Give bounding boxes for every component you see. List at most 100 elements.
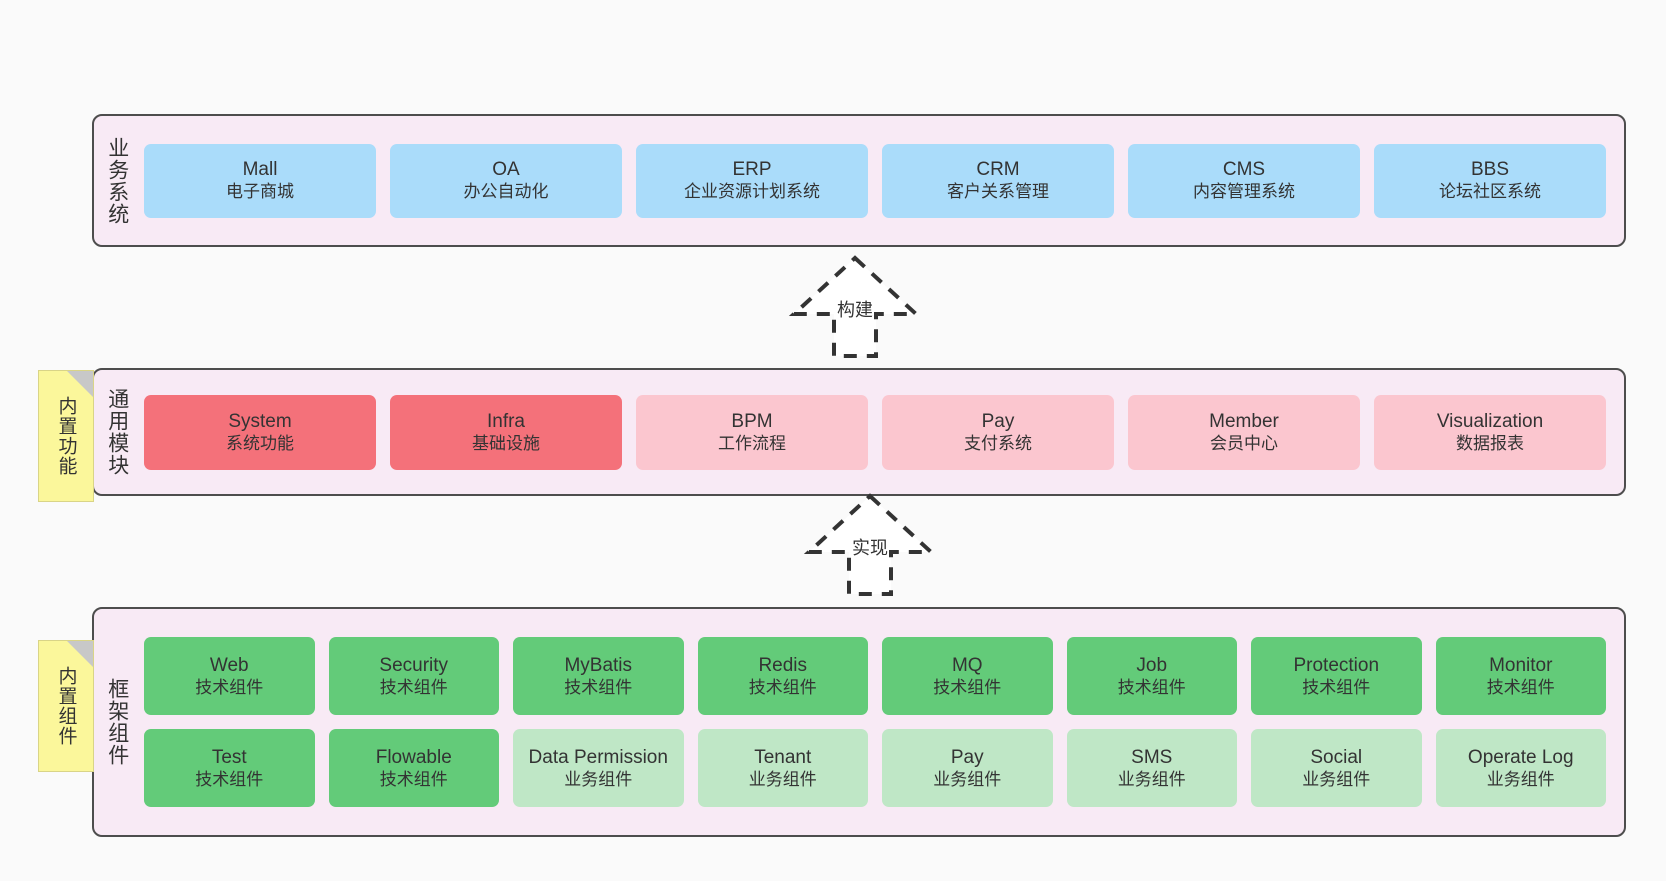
card-subtitle: 工作流程	[718, 433, 786, 453]
card-subtitle: 系统功能	[226, 433, 294, 453]
card-title: SMS	[1131, 746, 1173, 768]
card-title: Security	[379, 654, 449, 676]
card-title: Member	[1209, 410, 1279, 432]
card-subtitle: 论坛社区系统	[1439, 182, 1541, 202]
card-crm[interactable]: CRM 客户关系管理	[882, 143, 1114, 218]
card-title: Infra	[486, 410, 526, 432]
card-pay-module[interactable]: Pay 支付系统	[882, 394, 1114, 470]
card-web[interactable]: Web 技术组件	[144, 637, 315, 715]
layer-framework-components: 框架组件 Web 技术组件 Security 技术组件 MyBatis 技术组件…	[92, 607, 1626, 837]
card-mybatis[interactable]: MyBatis 技术组件	[513, 637, 684, 715]
card-subtitle: 内容管理系统	[1193, 182, 1295, 202]
layer-common-modules: 通用模块 System 系统功能 Infra 基础设施 BPM 工作流程 Pay…	[92, 368, 1626, 496]
card-title: Protection	[1293, 654, 1380, 676]
framework-card-list: Web 技术组件 Security 技术组件 MyBatis 技术组件 Redi…	[140, 609, 1624, 835]
card-subtitle: 业务组件	[1302, 769, 1371, 789]
card-erp[interactable]: ERP 企业资源计划系统	[636, 143, 868, 218]
card-subtitle: 业务组件	[1486, 769, 1555, 789]
card-mq[interactable]: MQ 技术组件	[882, 637, 1053, 715]
card-title: MyBatis	[564, 654, 633, 676]
card-title: Pay	[981, 410, 1015, 432]
generalization-arrow-icon	[803, 493, 937, 596]
card-sms[interactable]: SMS 业务组件	[1066, 729, 1237, 807]
card-title: Test	[211, 746, 247, 768]
card-subtitle: 基础设施	[472, 433, 540, 453]
connector-implement: 实现	[785, 490, 955, 600]
sticky-note-builtin-components: 内置组件	[38, 640, 94, 772]
card-title: Web	[209, 654, 249, 676]
card-redis[interactable]: Redis 技术组件	[697, 637, 868, 715]
card-title: Social	[1310, 746, 1363, 768]
framework-row-tech: Web 技术组件 Security 技术组件 MyBatis 技术组件 Redi…	[144, 637, 1606, 715]
card-subtitle: 业务组件	[1117, 769, 1186, 789]
card-subtitle: 数据报表	[1456, 433, 1524, 453]
card-pay-component[interactable]: Pay 业务组件	[882, 729, 1053, 807]
card-title: OA	[492, 159, 520, 181]
card-member[interactable]: Member 会员中心	[1128, 394, 1360, 470]
card-infra[interactable]: Infra 基础设施	[390, 394, 622, 470]
framework-row-business: Test 技术组件 Flowable 技术组件 Data Permission …	[144, 729, 1606, 807]
card-flowable[interactable]: Flowable 技术组件	[328, 729, 499, 807]
card-protection[interactable]: Protection 技术组件	[1251, 637, 1422, 715]
card-title: Tenant	[754, 746, 812, 768]
card-subtitle: 业务组件	[933, 769, 1002, 789]
card-title: Redis	[758, 654, 808, 676]
card-title: MQ	[951, 654, 983, 676]
connector-label: 构建	[837, 300, 873, 320]
card-title: Job	[1136, 654, 1168, 676]
card-title: BBS	[1470, 159, 1510, 181]
card-monitor[interactable]: Monitor 技术组件	[1435, 637, 1606, 715]
common-module-card-list: System 系统功能 Infra 基础设施 BPM 工作流程 Pay 支付系统…	[140, 370, 1624, 494]
card-operate-log[interactable]: Operate Log 业务组件	[1435, 729, 1606, 807]
card-subtitle: 技术组件	[1117, 677, 1186, 697]
card-tenant[interactable]: Tenant 业务组件	[697, 729, 868, 807]
sticky-note-builtin-features: 内置功能	[38, 370, 94, 502]
connector-build: 构建	[770, 252, 940, 362]
card-title: CRM	[976, 159, 1020, 181]
card-title: Mall	[242, 159, 278, 181]
card-subtitle: 会员中心	[1210, 433, 1278, 453]
card-subtitle: 客户关系管理	[947, 182, 1049, 202]
card-visualization[interactable]: Visualization 数据报表	[1374, 394, 1606, 470]
connector-label: 实现	[852, 538, 888, 558]
business-card-list: Mall 电子商城 OA 办公自动化 ERP 企业资源计划系统 CRM 客户关系…	[140, 116, 1624, 245]
card-subtitle: 办公自动化	[463, 182, 549, 202]
card-title: Monitor	[1489, 654, 1553, 676]
card-subtitle: 技术组件	[195, 677, 264, 697]
card-data-permission[interactable]: Data Permission 业务组件	[513, 729, 684, 807]
card-job[interactable]: Job 技术组件	[1066, 637, 1237, 715]
card-subtitle: 业务组件	[564, 769, 633, 789]
card-subtitle: 企业资源计划系统	[684, 182, 820, 202]
card-subtitle: 技术组件	[1486, 677, 1555, 697]
card-title: System	[228, 410, 292, 432]
layer-label-framework-components: 框架组件	[105, 678, 129, 766]
card-cms[interactable]: CMS 内容管理系统	[1128, 143, 1360, 218]
card-title: Data Permission	[528, 746, 668, 768]
card-subtitle: 电子商城	[226, 182, 294, 202]
card-title: Operate Log	[1467, 746, 1574, 768]
card-title: Flowable	[375, 746, 452, 768]
card-system[interactable]: System 系统功能	[144, 394, 376, 470]
card-test[interactable]: Test 技术组件	[144, 729, 315, 807]
card-title: ERP	[732, 159, 772, 181]
card-subtitle: 技术组件	[195, 769, 264, 789]
card-oa[interactable]: OA 办公自动化	[390, 143, 622, 218]
layer-business-systems: 业务系统 Mall 电子商城 OA 办公自动化 ERP 企业资源计划系统 CRM…	[92, 114, 1626, 247]
card-title: Pay	[950, 746, 984, 768]
layer-label-business-systems: 业务系统	[105, 136, 129, 225]
card-security[interactable]: Security 技术组件	[328, 637, 499, 715]
card-mall[interactable]: Mall 电子商城	[144, 143, 376, 218]
card-social[interactable]: Social 业务组件	[1251, 729, 1422, 807]
card-bbs[interactable]: BBS 论坛社区系统	[1374, 143, 1606, 218]
card-subtitle: 技术组件	[1302, 677, 1371, 697]
card-subtitle: 技术组件	[379, 677, 448, 697]
layer-label-common-modules: 通用模块	[105, 388, 129, 476]
card-title: BPM	[731, 410, 773, 432]
card-bpm[interactable]: BPM 工作流程	[636, 394, 868, 470]
card-title: Visualization	[1436, 410, 1544, 432]
card-title: CMS	[1222, 159, 1266, 181]
card-subtitle: 技术组件	[564, 677, 633, 697]
card-subtitle: 业务组件	[748, 769, 817, 789]
card-subtitle: 支付系统	[964, 433, 1032, 453]
card-subtitle: 技术组件	[748, 677, 817, 697]
